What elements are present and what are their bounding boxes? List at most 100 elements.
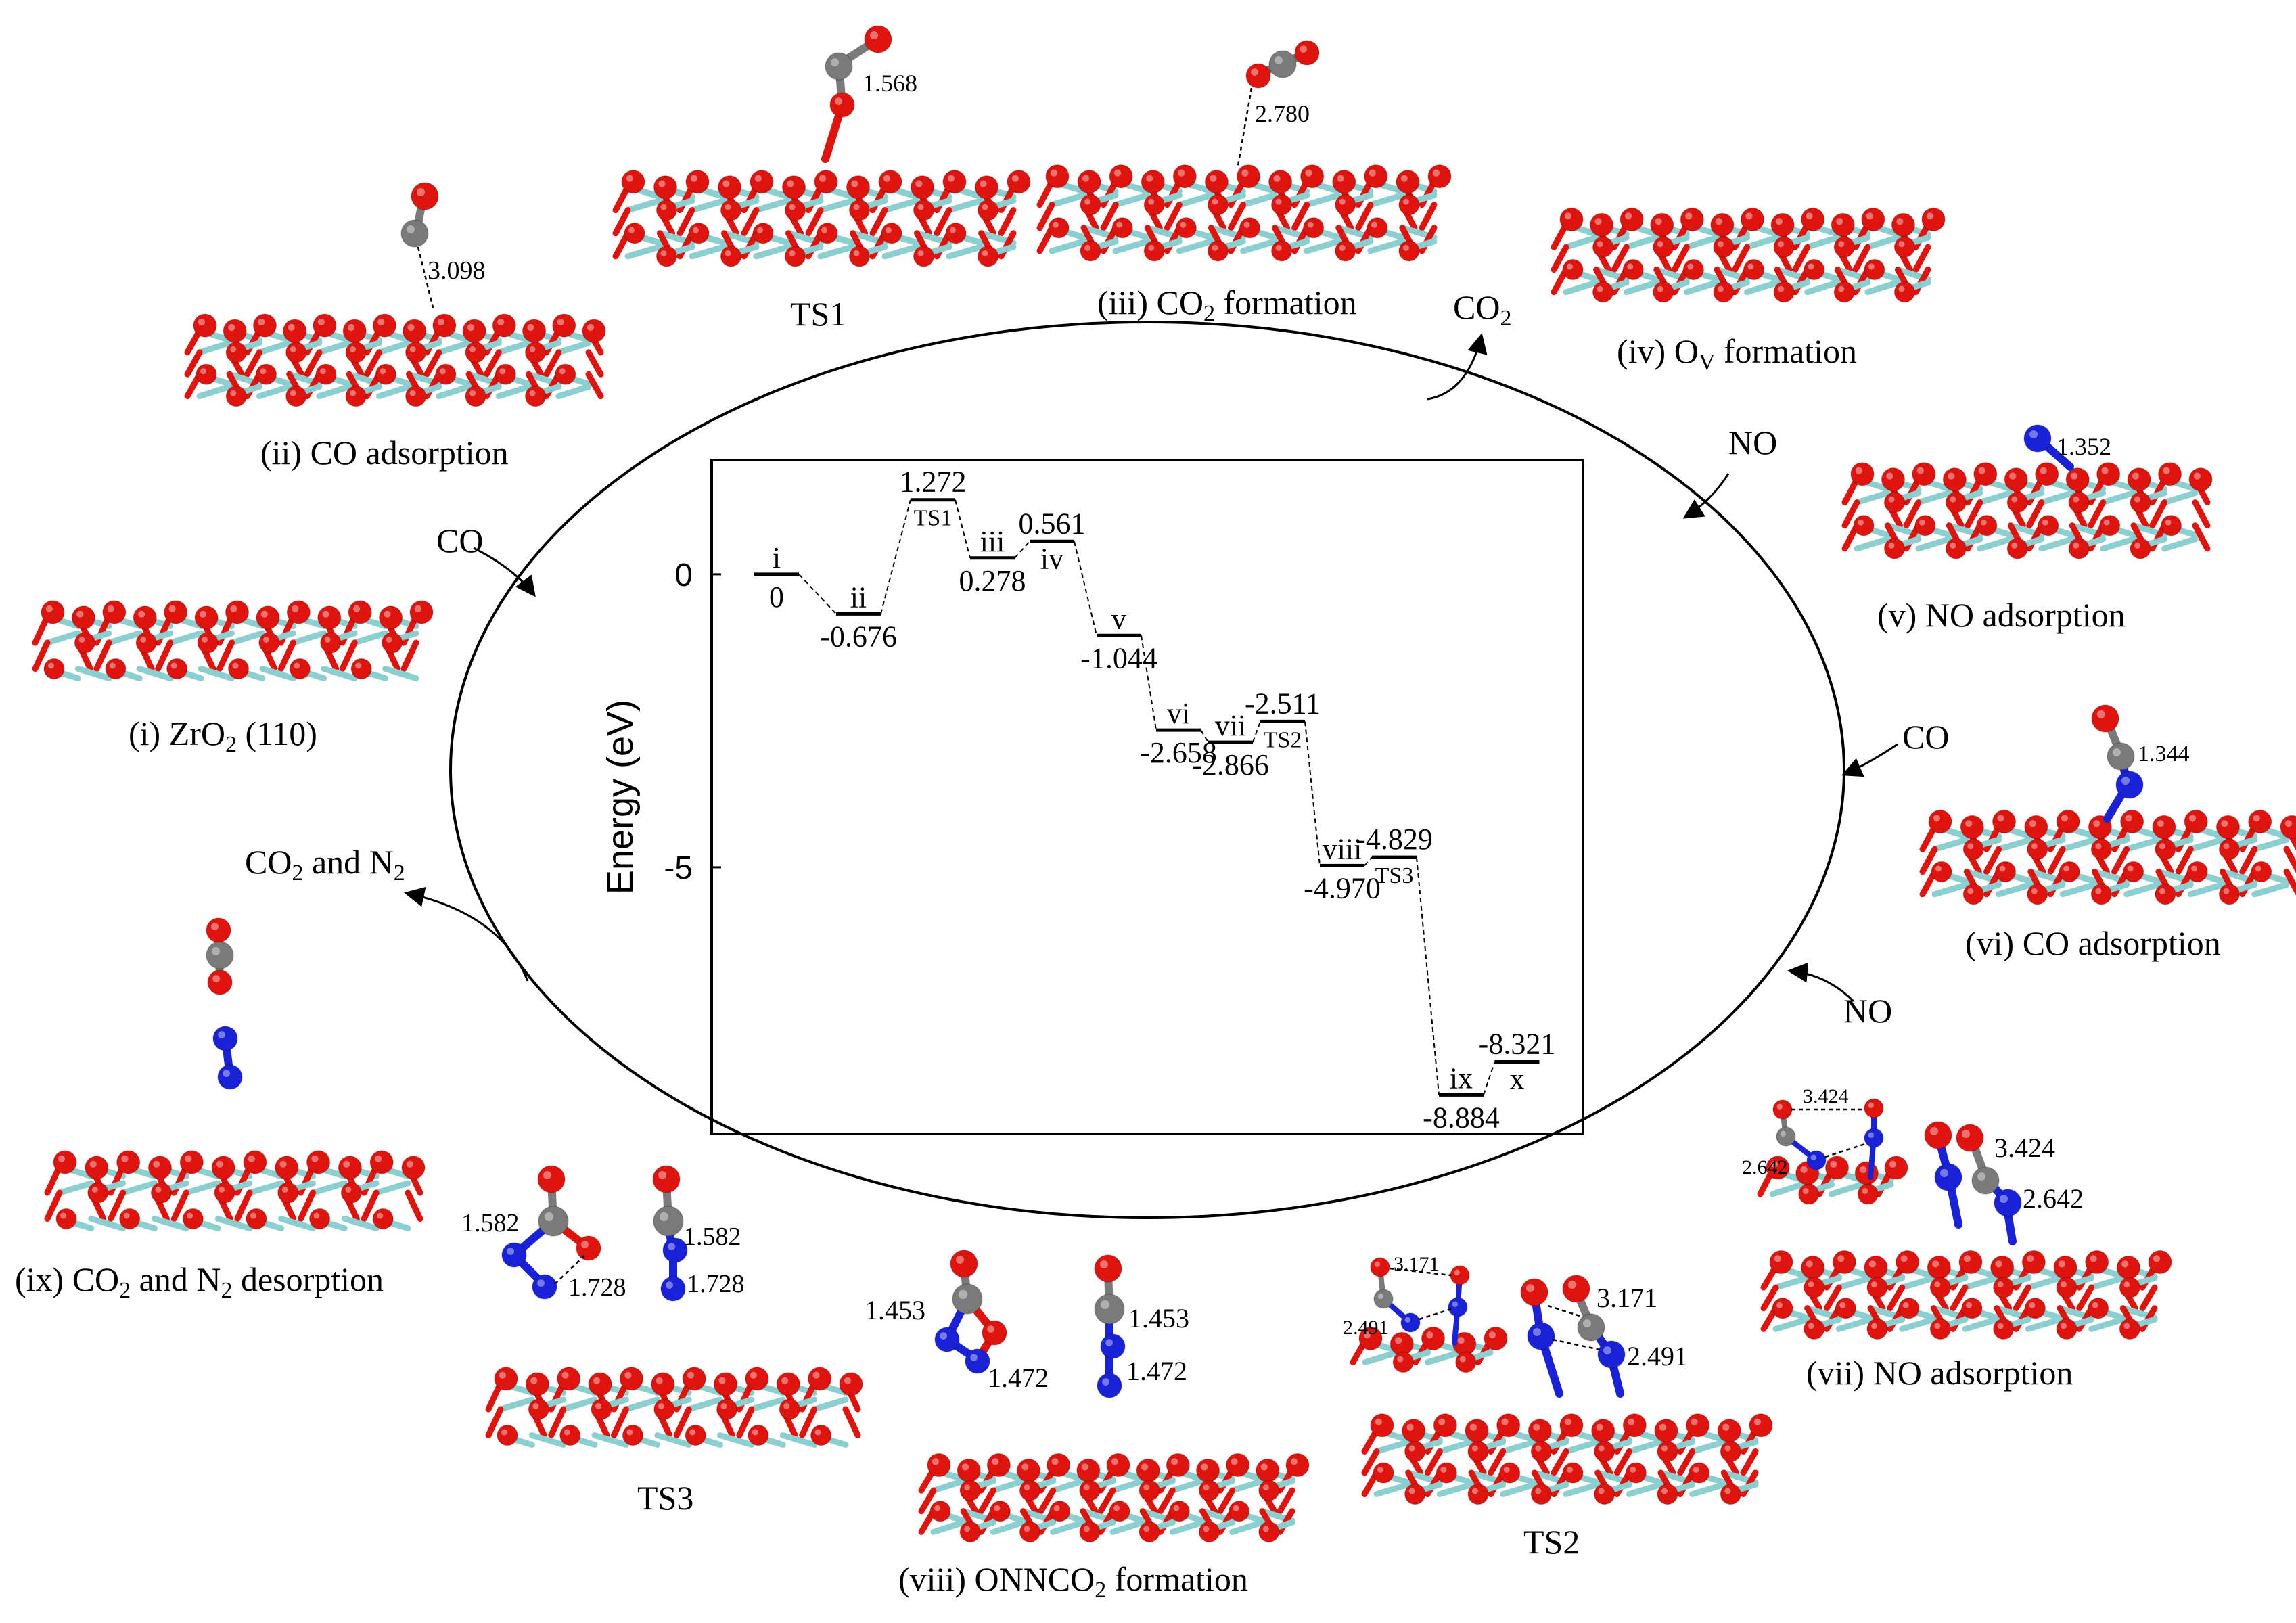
bond xyxy=(1623,279,1660,296)
oxygen-atom-highlight xyxy=(1661,1445,1668,1452)
adsorbate-vi: 1.344 xyxy=(2091,704,2190,823)
oxygen-atom-highlight xyxy=(109,662,116,669)
oxygen-atom xyxy=(1300,164,1325,189)
nitrogen-atom-highlight xyxy=(1603,1346,1611,1354)
oxygen-atom xyxy=(1228,1501,1250,1522)
oxygen-atom-highlight xyxy=(950,227,956,233)
oxygen-atom-highlight xyxy=(2123,1323,2130,1329)
oxygen-atom-highlight xyxy=(437,318,444,326)
oxygen-atom xyxy=(685,169,710,194)
oxygen-atom-highlight xyxy=(689,1429,696,1436)
bond xyxy=(2059,882,2098,898)
oxygen-atom-highlight xyxy=(406,1160,414,1168)
oxygen-atom-highlight xyxy=(1717,285,1724,292)
bond xyxy=(2192,522,2211,552)
oxygen-atom-highlight xyxy=(917,250,924,256)
oxygen-atom-highlight xyxy=(1212,244,1218,251)
oxygen-atom xyxy=(1625,1462,1647,1484)
distance-label: 1.728 xyxy=(687,1270,745,1298)
oxygen-atom xyxy=(1824,1156,1850,1180)
oxygen-atom xyxy=(1883,538,1906,559)
oxygen-atom-highlight xyxy=(250,1212,256,1219)
oxygen-atom xyxy=(1019,1521,1041,1543)
oxygen-atom-highlight xyxy=(2159,843,2165,850)
oxygen-atom xyxy=(1891,212,1916,237)
oxygen-atom-highlight xyxy=(2040,467,2047,474)
oxygen-atom xyxy=(375,363,397,385)
energy-value: -0.676 xyxy=(820,620,897,653)
oxygen-atom xyxy=(1833,281,1855,303)
oxygen-atom xyxy=(409,600,434,624)
oxygen-atom xyxy=(1770,212,1795,237)
oxygen-atom-highlight xyxy=(1770,1160,1778,1168)
oxygen-atom xyxy=(1654,1419,1678,1443)
bond xyxy=(1563,1482,1601,1497)
oxygen-atom-highlight xyxy=(2090,1255,2097,1262)
oxygen-atom-highlight xyxy=(557,318,564,326)
nitrogen-atom-highlight xyxy=(507,1248,514,1255)
bond xyxy=(1899,1316,1937,1332)
oxygen-atom-highlight xyxy=(595,1403,602,1409)
oxygen-atom xyxy=(2037,515,2059,536)
oxygen-atom-highlight xyxy=(781,1377,789,1384)
carbon-atom xyxy=(1971,1166,2000,1195)
oxygen-atom-highlight xyxy=(200,368,206,375)
bond xyxy=(1760,1284,1779,1312)
bond xyxy=(689,244,727,260)
oxygen-atom xyxy=(1593,1483,1615,1505)
bond xyxy=(2187,836,2226,852)
oxygen-atom-highlight xyxy=(1337,175,1344,182)
bond xyxy=(1996,882,2034,898)
oxygen-atom-highlight xyxy=(212,975,220,982)
oxygen-atom xyxy=(432,313,457,338)
bond xyxy=(779,1432,818,1448)
carbon-atom-highlight xyxy=(659,1212,669,1221)
oxygen-atom-highlight xyxy=(294,662,300,669)
nitrogen-atom xyxy=(934,1327,960,1352)
bond xyxy=(1887,1284,1906,1312)
adsorbate-ii: 3.098 xyxy=(400,182,486,308)
oxygen-atom-highlight xyxy=(2093,820,2100,827)
oxygen-atom xyxy=(1857,1183,1879,1205)
oxygen-atom xyxy=(1710,212,1735,237)
oxygen-atom xyxy=(685,1424,706,1446)
bond xyxy=(483,349,502,378)
oxygen-atom-highlight xyxy=(317,318,325,326)
oxygen-atom-highlight xyxy=(2121,1260,2129,1268)
bond xyxy=(1732,244,1750,273)
oxygen-atom xyxy=(1893,281,1916,303)
oxygen-atom-highlight xyxy=(290,390,296,396)
nitrogen-atom-highlight xyxy=(2000,1195,2008,1203)
oxygen-atom xyxy=(1195,1458,1220,1483)
oxygen-atom xyxy=(340,1182,363,1204)
oxygen-atom-highlight xyxy=(1440,1467,1447,1473)
slab-iv xyxy=(1551,207,1946,315)
bond xyxy=(1164,202,1183,231)
bond xyxy=(585,371,604,400)
oxygen-atom xyxy=(957,1458,981,1483)
oxygen-atom-highlight xyxy=(1900,1255,1908,1262)
oxygen-atom xyxy=(1398,193,1420,216)
bond xyxy=(88,1216,127,1231)
oxygen-atom xyxy=(1530,1483,1553,1505)
oxygen-atom xyxy=(1007,169,1031,194)
state-label: viii xyxy=(1323,832,1362,865)
oxygen-atom-highlight xyxy=(1148,244,1155,251)
oxygen-atom xyxy=(435,363,457,385)
oxygen-atom-highlight xyxy=(1655,218,1662,225)
nitrogen-atom-highlight xyxy=(223,1070,230,1077)
oxygen-atom xyxy=(2155,838,2176,860)
oxygen-atom-highlight xyxy=(947,175,955,182)
oxygen-atom xyxy=(986,1453,1011,1478)
bond xyxy=(1772,1275,1811,1291)
oxygen-atom xyxy=(55,1208,77,1230)
bond xyxy=(1176,192,1214,208)
oxygen-atom-highlight xyxy=(1687,263,1694,270)
oxygen-atom xyxy=(1335,240,1356,262)
oxygen-atom-highlight xyxy=(559,368,566,375)
distance-dash xyxy=(1389,1267,1452,1277)
oxygen-atom-highlight xyxy=(377,1212,384,1219)
oxygen-atom xyxy=(2152,815,2176,840)
oxygen-atom xyxy=(286,600,311,624)
oxygen-atom xyxy=(1893,236,1916,258)
